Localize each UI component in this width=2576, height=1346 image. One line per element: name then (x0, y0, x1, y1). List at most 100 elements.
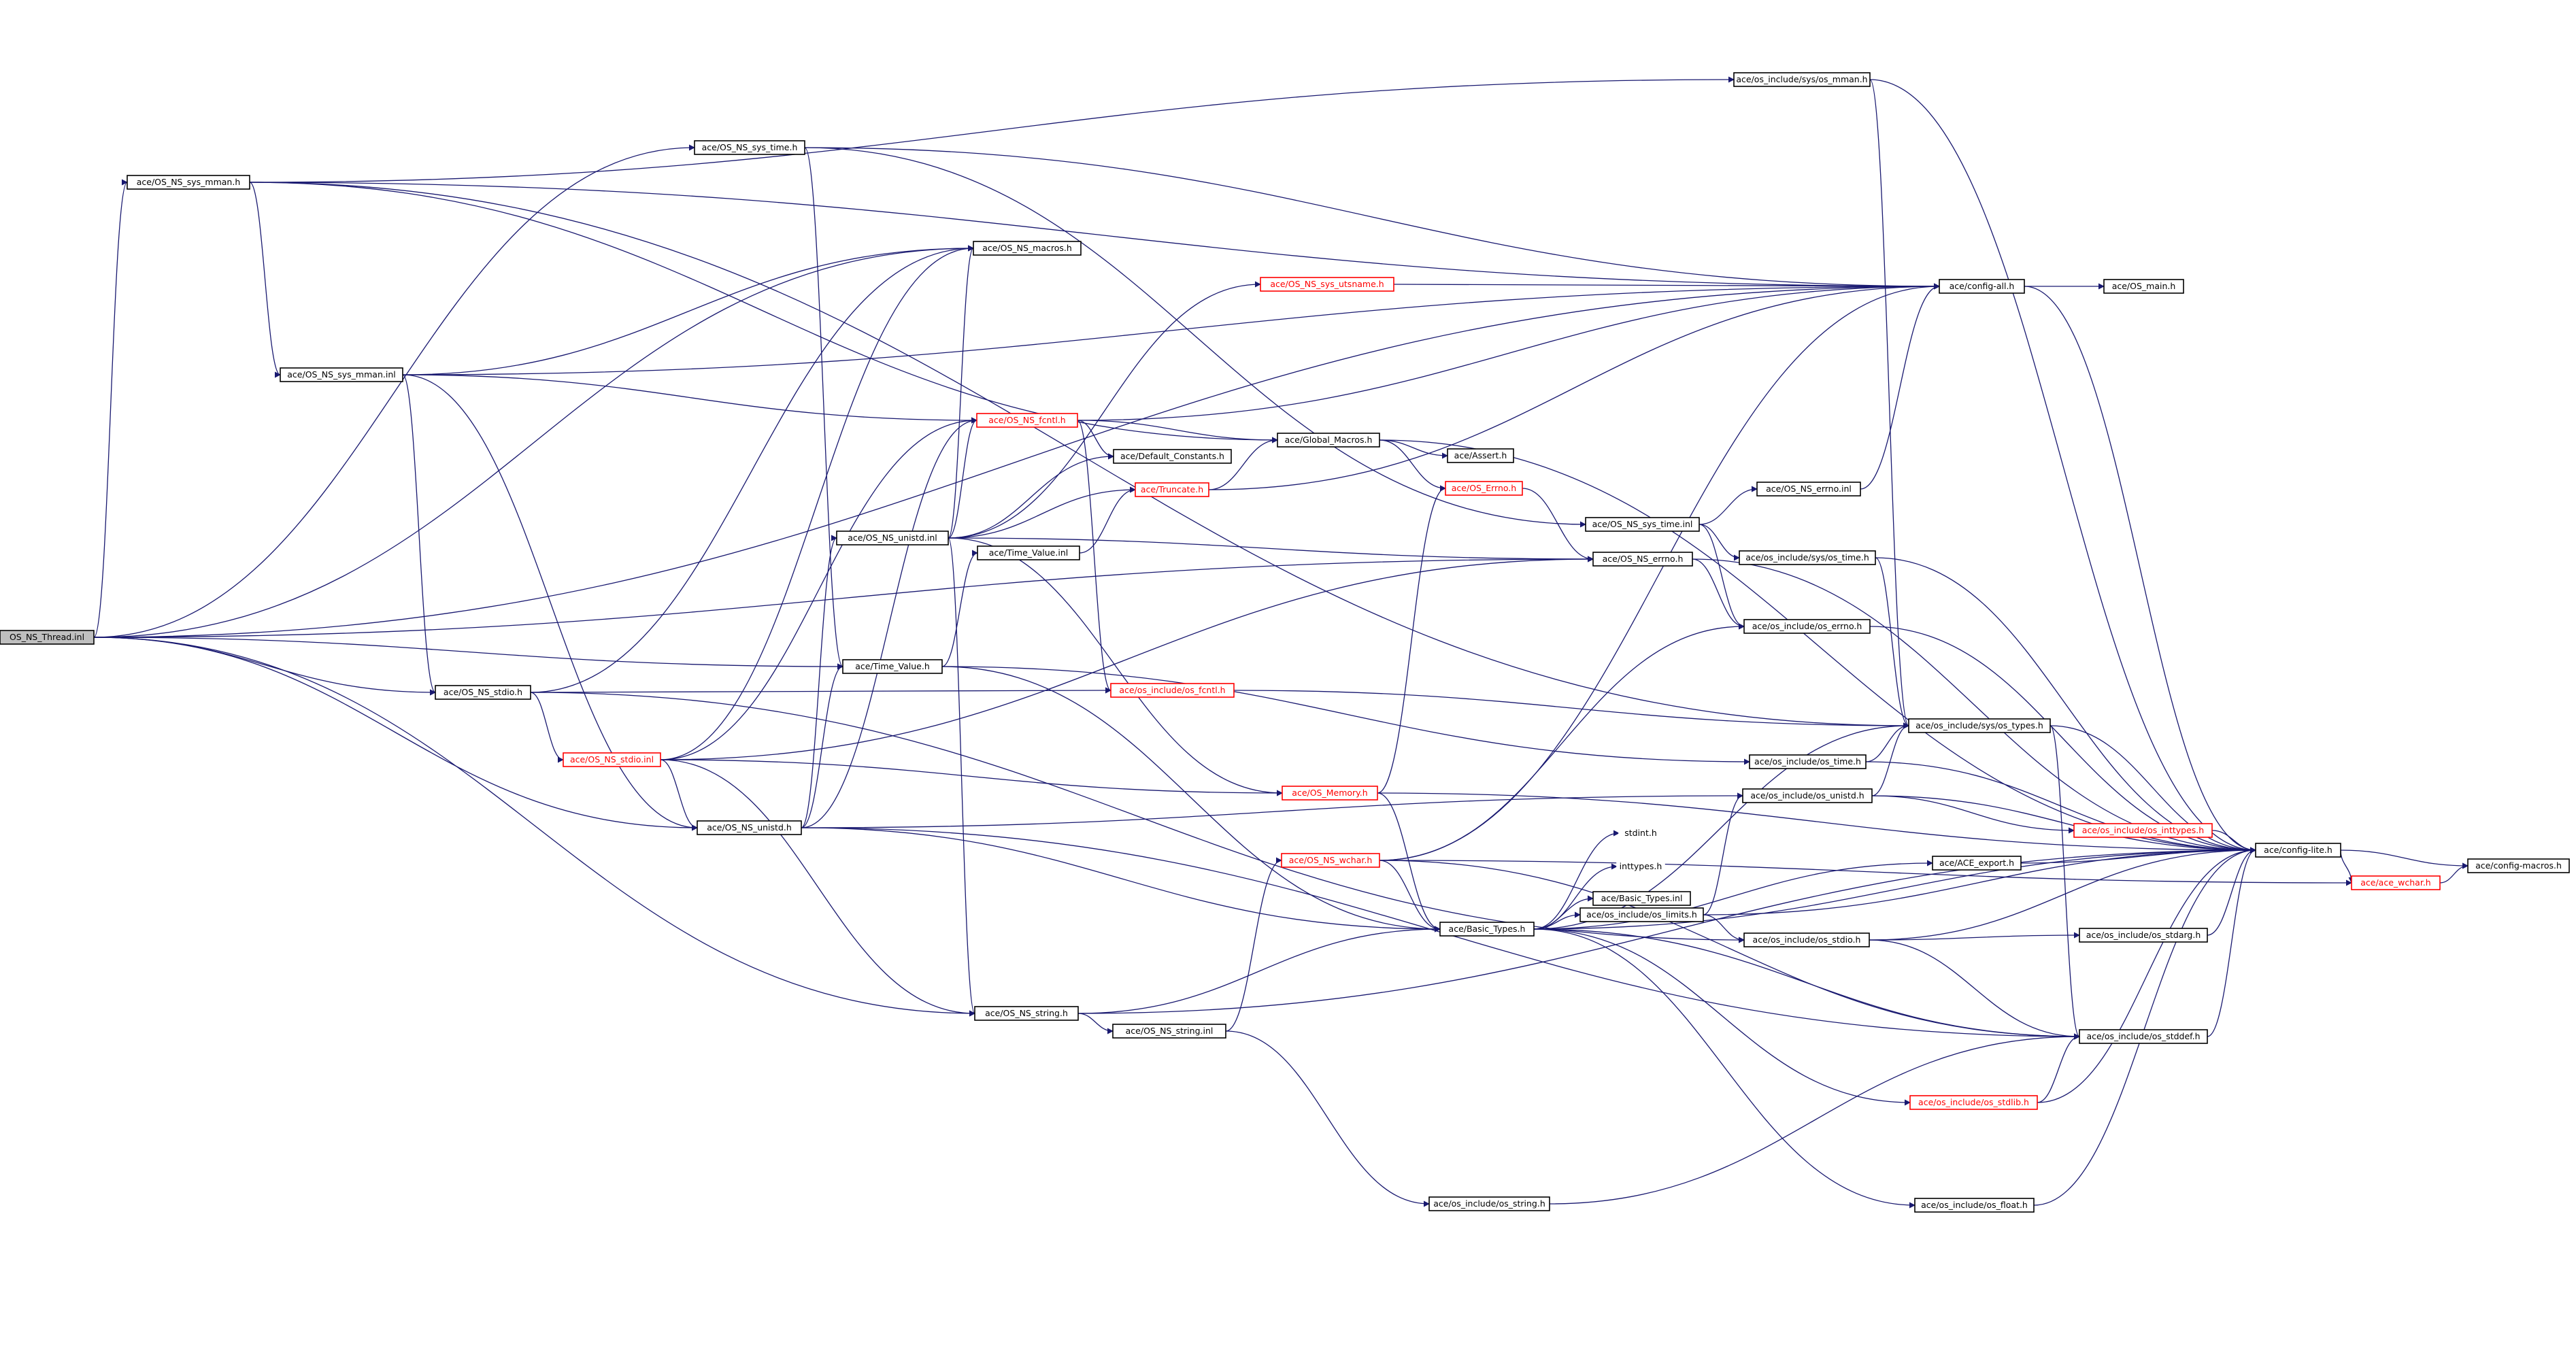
node-os-include-time[interactable]: ace/os_include/os_time.h (1749, 754, 1867, 769)
node-config-all[interactable]: ace/config-all.h (1939, 279, 2025, 294)
node-time-value-h[interactable]: ace/Time_Value.h (842, 659, 943, 674)
edge-os-errno-h-to-errno-h (1522, 488, 1594, 562)
node-label: ace/os_include/os_time.h (1754, 756, 1861, 767)
edge-path (249, 182, 1278, 443)
edge-os-include-unistd-to-os-include-inttypes (1871, 795, 2075, 834)
node-sys-time-h[interactable]: ace/OS_NS_sys_time.h (694, 140, 805, 155)
node-box (1733, 72, 1871, 87)
node-memory-h[interactable]: ace/OS_Memory.h (1282, 786, 1378, 801)
node-config-macros[interactable]: ace/config-macros.h (2467, 858, 2570, 873)
node-os-include-unistd[interactable]: ace/os_include/os_unistd.h (1742, 788, 1873, 803)
node-macros-h[interactable]: ace/OS_NS_macros.h (973, 241, 1082, 256)
edge-string-inl-to-os-include-string (1225, 1030, 1430, 1207)
node-thread-inl[interactable]: OS_NS_Thread.inl (0, 630, 95, 645)
edge-path (2439, 862, 2469, 884)
node-basic-types-h[interactable]: ace/Basic_Types.h (1439, 922, 1535, 937)
node-wchar-h[interactable]: ace/OS_NS_wchar.h (1281, 853, 1380, 868)
node-config-lite[interactable]: ace/config-lite.h (2255, 843, 2341, 858)
node-os-include-limits[interactable]: ace/os_include/os_limits.h (1579, 907, 1704, 922)
node-time-value-inl[interactable]: ace/Time_Value.inl (977, 545, 1080, 560)
edge-path (1379, 860, 2352, 886)
node-box (1914, 1198, 2035, 1213)
node-sys-mman-h[interactable]: ace/OS_NS_sys_mman.h (127, 175, 250, 190)
edge-path (1869, 79, 1909, 729)
node-os-errno-h[interactable]: ace/OS_Errno.h (1445, 481, 1523, 496)
edge-path (1522, 488, 1594, 562)
edge-path (1077, 420, 1278, 443)
edge-stdio-h-to-os-include-fcntl (530, 687, 1111, 694)
node-label: ace/os_include/sys/os_mman.h (1736, 74, 1867, 84)
edge-path (1703, 914, 1745, 943)
edge-basic-types-h-to-ace-export (1533, 860, 1933, 930)
node-sys-mman-inl[interactable]: ace/OS_NS_sys_mman.inl (280, 367, 403, 382)
edge-ace-wchar-to-config-macros (2439, 862, 2469, 884)
node-os-include-string[interactable]: ace/os_include/os_string.h (1428, 1196, 1550, 1211)
edge-global-macros-to-os-errno-h (1379, 439, 1446, 492)
node-basic-types-inl[interactable]: ace/Basic_Types.inl (1592, 891, 1691, 906)
node-assert-h[interactable]: ace/Assert.h (1447, 448, 1514, 463)
node-label: ace/os_include/os_unistd.h (1750, 790, 1864, 801)
edge-path (93, 283, 1940, 638)
edge-basic-types-h-to-stdint-h (1533, 830, 1620, 930)
edge-path (249, 76, 1735, 183)
edge-basic-types-h-to-os-include-stdlib (1533, 928, 1911, 1106)
node-sys-os-time[interactable]: ace/os_include/sys/os_time.h (1739, 550, 1876, 565)
edge-path (1208, 283, 1940, 490)
node-truncate-h[interactable]: ace/Truncate.h (1135, 482, 1209, 497)
node-errno-h[interactable]: ace/OS_NS_errno.h (1592, 552, 1693, 567)
node-errno-inl[interactable]: ace/OS_NS_errno.inl (1756, 482, 1861, 497)
edge-os-include-time-to-sys-os-types (1865, 722, 1909, 762)
node-box (2103, 279, 2184, 294)
node-fcntl-h[interactable]: ace/OS_NS_fcntl.h (976, 413, 1078, 428)
node-os-include-fcntl[interactable]: ace/os_include/os_fcntl.h (1110, 683, 1235, 698)
node-os-include-stddef[interactable]: ace/os_include/os_stddef.h (2079, 1029, 2208, 1044)
node-label: ace/OS_NS_sys_mman.h (137, 177, 241, 187)
node-inttypes-h[interactable]: inttypes.h (1616, 859, 1665, 874)
node-stdint-h[interactable]: stdint.h (1618, 826, 1663, 841)
edge-path (1549, 1033, 2080, 1205)
edge-path (801, 792, 1743, 828)
node-global-macros[interactable]: ace/Global_Macros.h (1277, 433, 1380, 448)
node-string-h[interactable]: ace/OS_NS_string.h (974, 1006, 1079, 1021)
node-label: ace/os_include/os_fcntl.h (1119, 685, 1225, 695)
edge-unistd-inl-to-fcntl-h (948, 417, 977, 539)
node-sys-time-inl[interactable]: ace/OS_NS_sys_time.inl (1585, 517, 1700, 532)
node-os-include-errno[interactable]: ace/os_include/os_errno.h (1743, 619, 1871, 634)
node-os-include-stdarg[interactable]: ace/os_include/os_stdarg.h (2079, 928, 2208, 943)
edge-path (1533, 928, 2080, 1040)
node-sys-os-types[interactable]: ace/os_include/sys/os_types.h (1908, 718, 2051, 733)
node-ace-export[interactable]: ace/ACE_export.h (1932, 856, 2022, 871)
edge-path (941, 550, 978, 667)
edge-os-include-unistd-to-sys-os-types (1871, 722, 1909, 796)
node-utsname-h[interactable]: ace/OS_NS_sys_utsname.h (1260, 277, 1394, 292)
edge-os-include-limits-to-config-lite (1703, 847, 2256, 915)
node-unistd-h[interactable]: ace/OS_NS_unistd.h (697, 820, 802, 835)
edge-thread-inl-to-unistd-h (93, 637, 698, 831)
node-os-include-inttypes[interactable]: ace/os_include/os_inttypes.h (2073, 823, 2213, 838)
edge-ace-export-to-config-lite (2020, 847, 2256, 864)
node-string-inl[interactable]: ace/OS_NS_string.inl (1112, 1024, 1226, 1039)
edge-path (804, 147, 1586, 528)
node-os-include-stdio[interactable]: ace/os_include/os_stdio.h (1743, 932, 1870, 947)
node-label: ace/ace_wchar.h (2360, 877, 2430, 888)
node-os-main[interactable]: ace/OS_main.h (2103, 279, 2184, 294)
edge-stdio-inl-to-unistd-h (660, 759, 698, 831)
node-box (1439, 922, 1535, 937)
node-box (1939, 279, 2025, 294)
node-os-include-stdlib[interactable]: ace/os_include/os_stdlib.h (1909, 1095, 2038, 1110)
edge-path (530, 687, 1111, 694)
node-default-constants[interactable]: ace/Default_Constants.h (1113, 449, 1232, 464)
node-ace-wchar[interactable]: ace/ace_wchar.h (2351, 875, 2441, 890)
node-stdio-h[interactable]: ace/OS_NS_stdio.h (435, 685, 531, 700)
edge-unistd-inl-to-utsname-h (948, 281, 1261, 539)
node-stdio-inl[interactable]: ace/OS_NS_stdio.inl (563, 752, 661, 767)
node-box (976, 413, 1078, 428)
node-sys-os-mman[interactable]: ace/os_include/sys/os_mman.h (1733, 72, 1871, 87)
node-os-include-float[interactable]: ace/os_include/os_float.h (1914, 1198, 2035, 1213)
node-box (1110, 683, 1235, 698)
node-box (1447, 448, 1514, 463)
edge-os-include-float-to-config-lite (2033, 847, 2256, 1206)
node-unistd-inl[interactable]: ace/OS_NS_unistd.inl (836, 531, 949, 545)
edge-os-include-stdio-to-os-include-stddef (1869, 939, 2080, 1040)
